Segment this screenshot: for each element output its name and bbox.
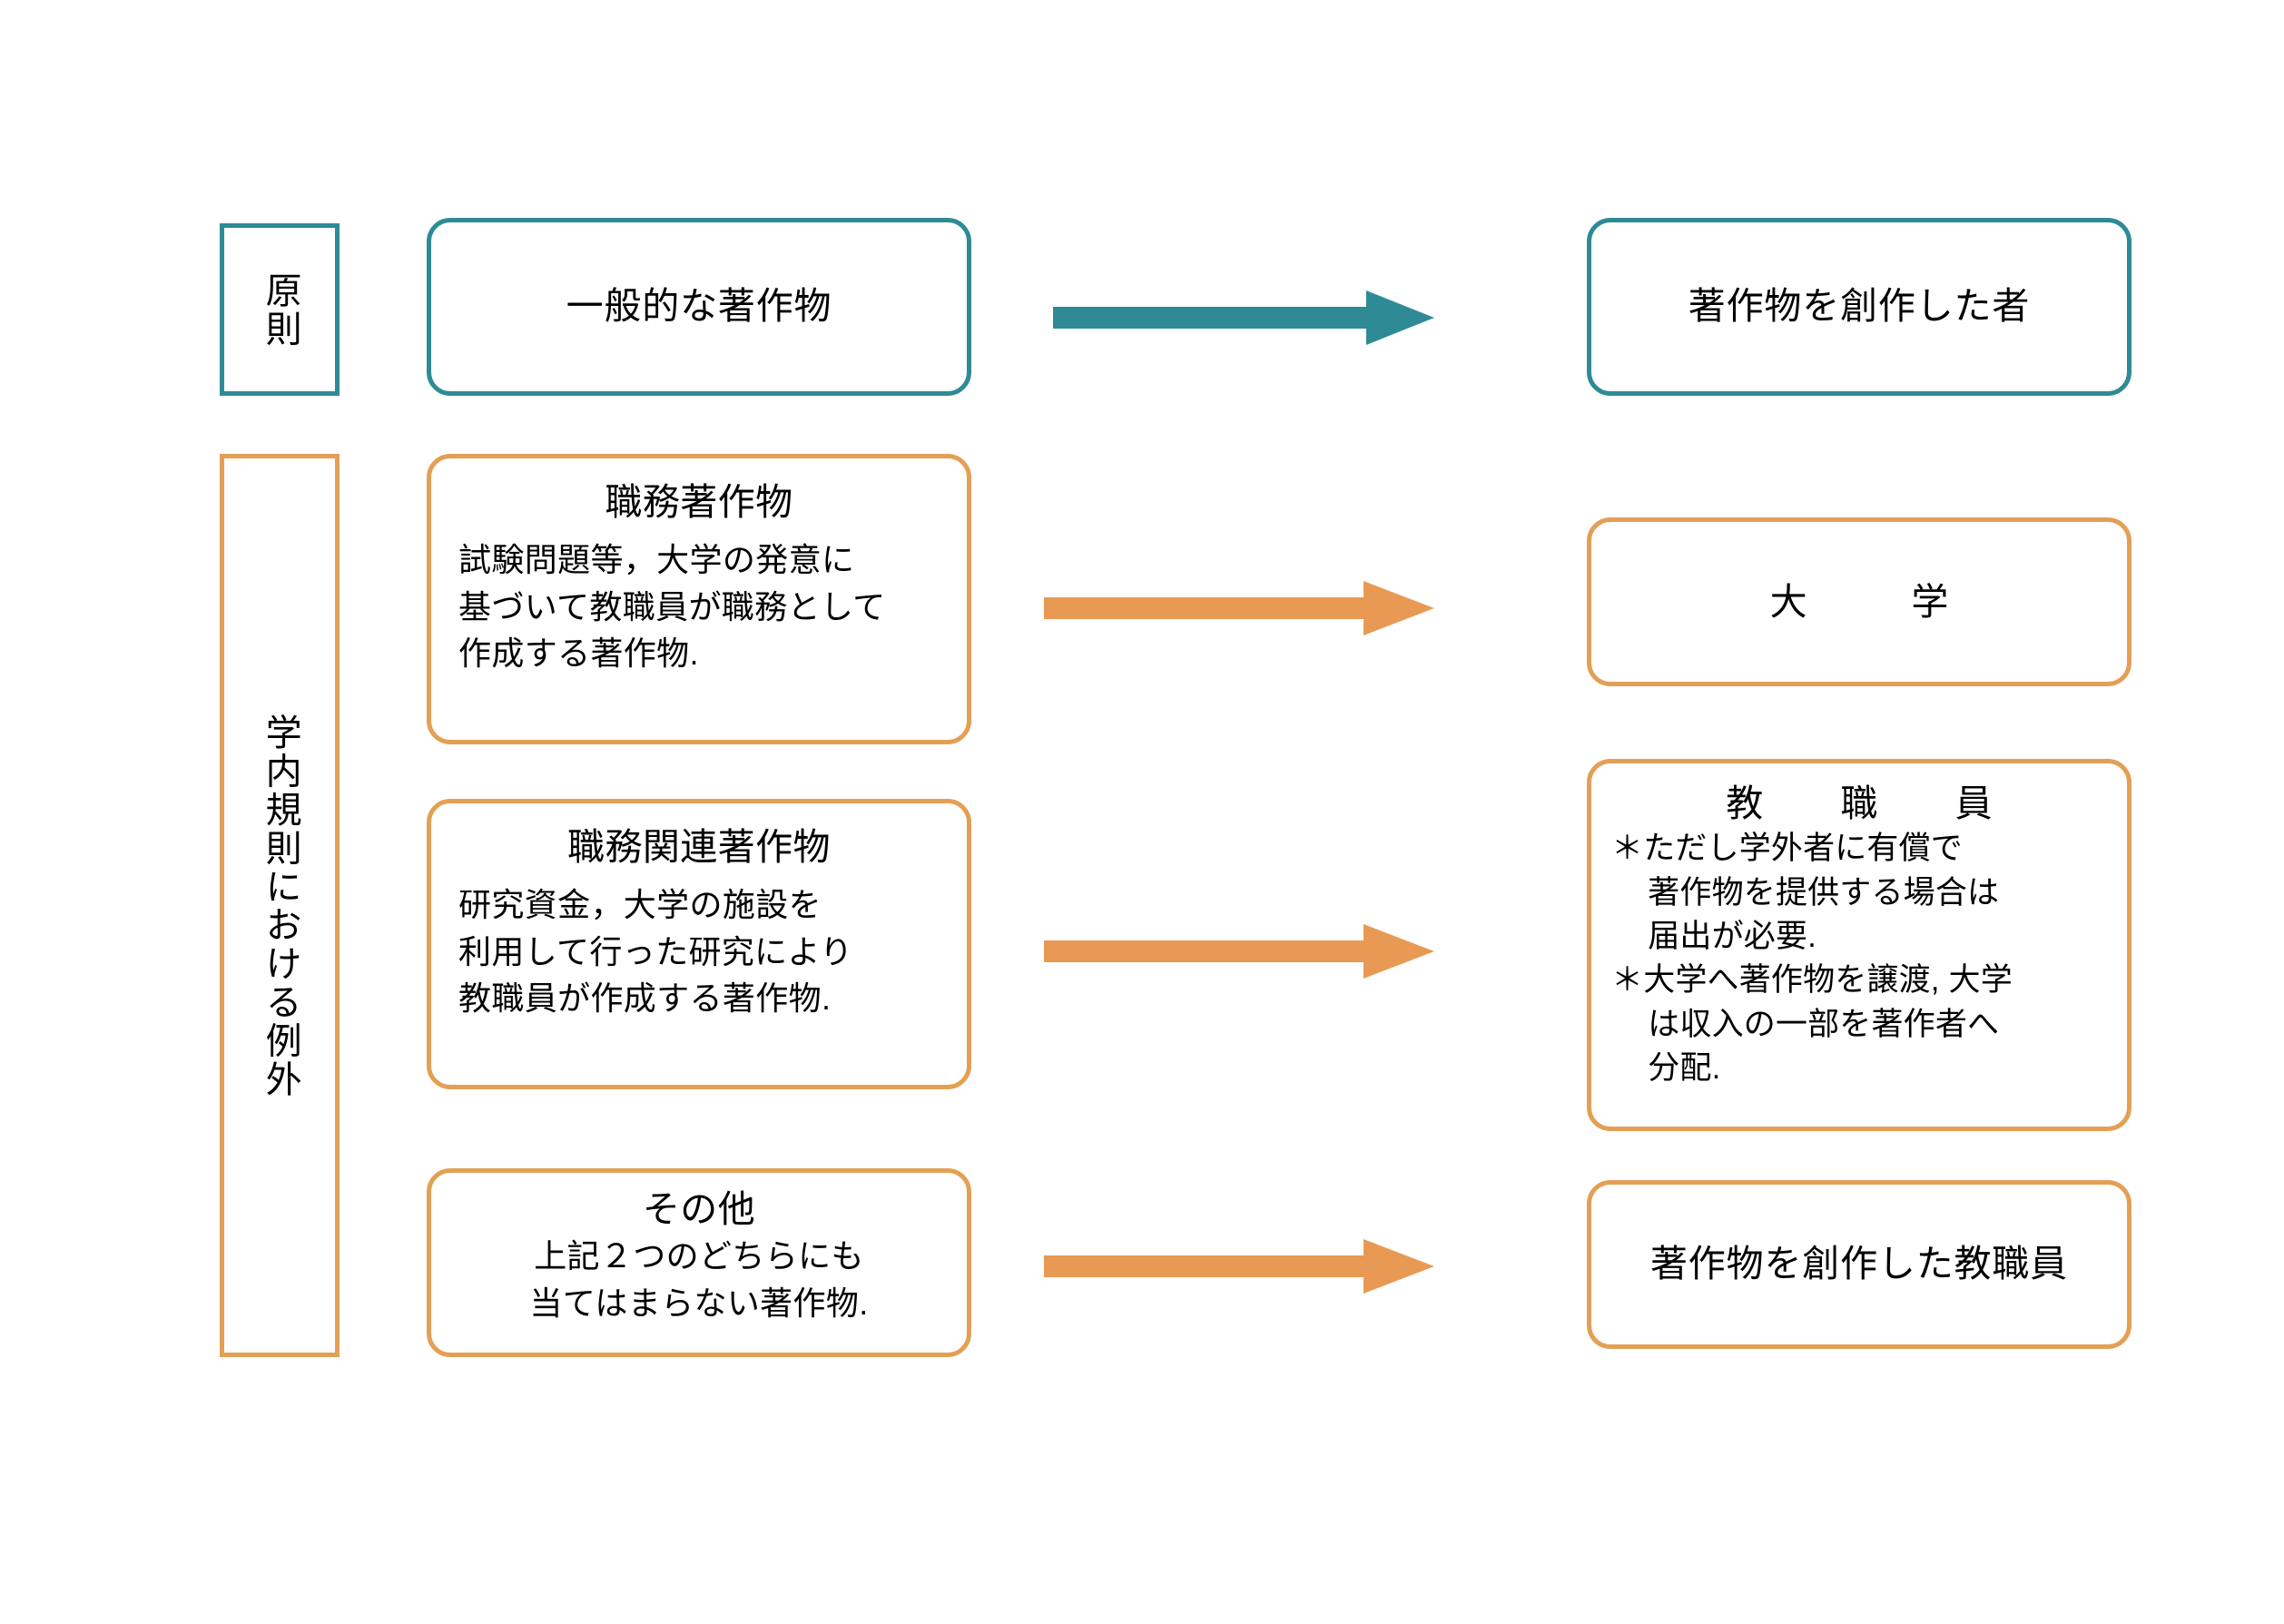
body-line: 試験問題等，大学の発意に bbox=[458, 541, 855, 579]
body-line: 研究資金，大学の施設を bbox=[458, 886, 822, 924]
note-line: は収入の一部を著作者へ bbox=[1648, 1006, 2000, 1042]
target-box-creator: 著作物を創作した者 bbox=[1587, 218, 2131, 396]
arrow-orange-right-creator-faculty bbox=[1044, 1239, 1434, 1294]
source-box-work-made-for-hire-body: 試験問題等，大学の発意に 基づいて教職員が職務として 作成する著作物. bbox=[431, 536, 967, 675]
category-label-exception: 学内規則における例外 bbox=[220, 454, 340, 1357]
source-box-general-work-title: 一般的な著作物 bbox=[566, 285, 832, 328]
body-line: 当てはまらない著作物. bbox=[529, 1284, 869, 1322]
body-line: 教職員が作成する著作物. bbox=[458, 979, 832, 1017]
note-line: 分配. bbox=[1648, 1049, 1721, 1086]
note-line: 著作物を提供する場合は bbox=[1648, 874, 2000, 910]
source-box-other: その他 上記２つのどちらにも 当てはまらない著作物. bbox=[427, 1168, 971, 1357]
category-label-principle-text: 原則 bbox=[260, 271, 300, 349]
arrow-orange-right-faculty bbox=[1044, 924, 1434, 979]
note-text: 大学へ著作物を譲渡, 大学 bbox=[1643, 962, 2013, 999]
source-box-general-work: 一般的な著作物 bbox=[427, 218, 971, 396]
source-box-work-made-for-hire: 職務著作物 試験問題等，大学の発意に 基づいて教職員が職務として 作成する著作物… bbox=[427, 454, 971, 744]
source-box-work-made-for-hire-title: 職務著作物 bbox=[605, 481, 793, 523]
source-box-work-related-to-duty-title: 職務関連著作物 bbox=[567, 826, 831, 868]
source-box-other-body: 上記２つのどちらにも 当てはまらない著作物. bbox=[431, 1233, 967, 1325]
target-box-creator-faculty-title: 著作物を創作した教職員 bbox=[1649, 1243, 2069, 1285]
body-line: 基づいて教職員が職務として bbox=[458, 587, 886, 625]
arrow-orange-right-university bbox=[1044, 581, 1434, 635]
target-box-creator-faculty: 著作物を創作した教職員 bbox=[1587, 1180, 2131, 1349]
note-marker: ＊ bbox=[1611, 962, 1644, 999]
category-label-exception-text: 学内規則における例外 bbox=[260, 713, 300, 1098]
note-line: 届出が必要. bbox=[1648, 919, 1817, 955]
category-label-principle: 原則 bbox=[220, 223, 340, 396]
note-line: ＊ただし学外者に有償で bbox=[1611, 827, 2107, 871]
body-line: 作成する著作物. bbox=[458, 634, 699, 672]
note-marker: ＊ bbox=[1611, 831, 1644, 867]
body-line: 利用して行った研究により bbox=[458, 932, 853, 970]
note-text: ただし学外者に有償で bbox=[1643, 831, 1963, 867]
source-box-other-title: その他 bbox=[642, 1188, 756, 1230]
body-line: 上記２つのどちらにも bbox=[534, 1237, 864, 1275]
target-box-university: 大 学 bbox=[1587, 517, 2131, 686]
target-box-faculty: 教 職 員 ＊ただし学外者に有償で 著作物を提供する場合は 届出が必要. ＊大学… bbox=[1587, 759, 2131, 1131]
source-box-work-related-to-duty-body: 研究資金，大学の施設を 利用して行った研究により 教職員が作成する著作物. bbox=[431, 881, 967, 1020]
arrow-teal-right bbox=[1053, 290, 1434, 345]
note-item: ＊ただし学外者に有償で 著作物を提供する場合は 届出が必要. bbox=[1611, 827, 2107, 959]
target-box-university-title: 大 学 bbox=[1769, 580, 1983, 623]
note-item: ＊大学へ著作物を譲渡, 大学 は収入の一部を著作者へ 分配. bbox=[1611, 959, 2107, 1090]
target-box-faculty-title: 教 職 員 bbox=[1726, 782, 2026, 824]
target-box-creator-title: 著作物を創作した者 bbox=[1688, 285, 2031, 328]
target-box-faculty-notes: ＊ただし学外者に有償で 著作物を提供する場合は 届出が必要. ＊大学へ著作物を譲… bbox=[1591, 827, 2127, 1090]
note-line: ＊大学へ著作物を譲渡, 大学 bbox=[1611, 959, 2107, 1002]
source-box-work-related-to-duty: 職務関連著作物 研究資金，大学の施設を 利用して行った研究により 教職員が作成す… bbox=[427, 799, 971, 1089]
